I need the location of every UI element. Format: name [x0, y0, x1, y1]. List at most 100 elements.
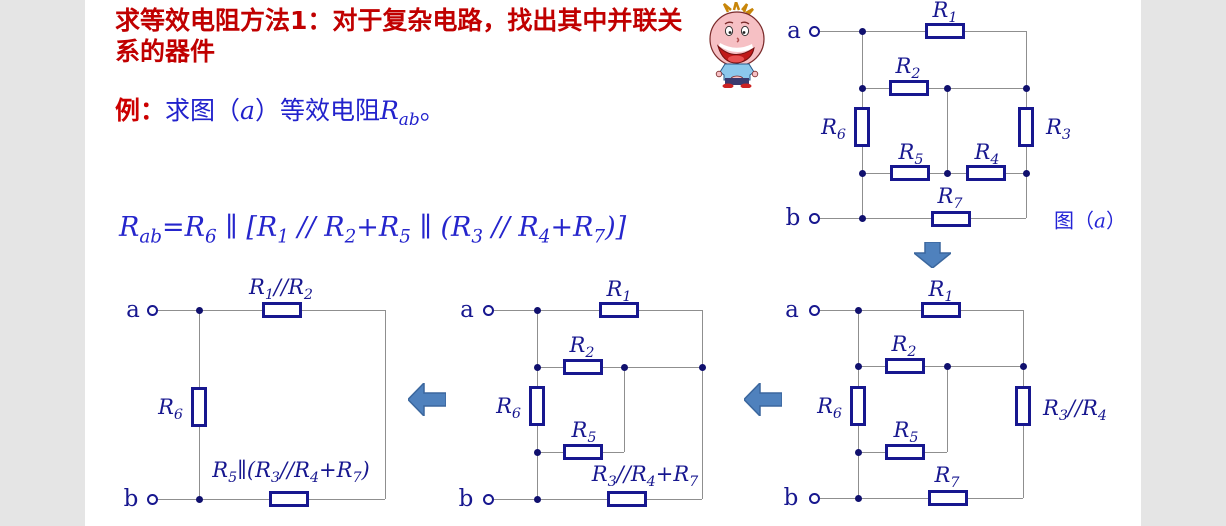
resistor-label: R6: [817, 394, 842, 423]
terminal-b: [809, 493, 820, 504]
junction-dot: [621, 364, 628, 371]
equivalent-resistance-equation: Rab=R6 ∥ [R1 // R2+R5 ∥ (R3 // R4+R7)]: [119, 212, 627, 248]
junction-dot: [859, 215, 866, 222]
junction-dot: [855, 449, 862, 456]
terminal-label-a: a: [785, 297, 799, 323]
terminal-a: [809, 305, 820, 316]
resistor-box: [262, 302, 302, 318]
resistor-box: [1015, 386, 1031, 426]
example-label: 例：: [115, 96, 166, 125]
junction-dot: [1020, 363, 1027, 370]
junction-dot: [855, 363, 862, 370]
resistor-box: [269, 491, 309, 507]
resistor-box: [850, 386, 866, 426]
junction-dot: [534, 364, 541, 371]
junction-dot: [534, 449, 541, 456]
terminal-b: [809, 213, 820, 224]
figure-caption: 图（a）: [1054, 208, 1126, 233]
wire: [819, 31, 862, 32]
resistor-label: R2: [569, 333, 595, 362]
resistor-label: R2: [891, 332, 917, 361]
resistor-box: [921, 302, 961, 318]
junction-dot: [855, 307, 862, 314]
resistor-box: [1018, 107, 1034, 147]
junction-dot: [859, 28, 866, 35]
terminal-label-a: a: [787, 18, 801, 44]
resistor-label: R1: [928, 277, 954, 306]
resistor-label: R5: [571, 418, 597, 447]
page-title: 求等效电阻方法1：对于复杂电路，找出其中并联关系的器件: [115, 6, 683, 66]
terminal-label-b: b: [123, 486, 139, 512]
resistor-box: [563, 444, 603, 460]
wire: [493, 499, 702, 500]
junction-dot: [534, 496, 541, 503]
resistor-box: [966, 165, 1006, 181]
wire: [157, 310, 199, 311]
resistor-label: R5: [898, 140, 924, 169]
resistor-box: [931, 211, 971, 227]
junction-dot: [944, 170, 951, 177]
resistor-label: R3//R4: [1043, 396, 1107, 425]
resistor-box: [890, 165, 930, 181]
junction-dot: [196, 496, 203, 503]
resistor-label: R6: [496, 394, 521, 423]
wire: [819, 310, 858, 311]
resistor-box: [928, 490, 968, 506]
resistor-label: R4: [974, 140, 1000, 169]
example-text: 求图（a）等效电阻Rab。: [165, 96, 445, 130]
terminal-label-a: a: [460, 297, 474, 323]
terminal-label-b: b: [785, 205, 801, 231]
wire: [819, 498, 1023, 499]
resistor-box: [191, 387, 207, 427]
junction-dot: [944, 85, 951, 92]
resistor-box: [925, 23, 965, 39]
junction-dot: [1023, 85, 1030, 92]
wire: [858, 366, 1023, 367]
wire: [537, 367, 702, 368]
junction-dot: [699, 364, 706, 371]
left-arrow-icon: [744, 383, 782, 416]
junction-dot: [859, 85, 866, 92]
resistor-label: R5: [893, 418, 919, 447]
wire: [947, 366, 948, 452]
resistor-box: [607, 491, 647, 507]
resistor-box: [885, 358, 925, 374]
terminal-a: [147, 305, 158, 316]
terminal-a: [809, 26, 820, 37]
junction-dot: [196, 307, 203, 314]
resistor-box: [854, 107, 870, 147]
junction-dot: [534, 307, 541, 314]
terminal-label-b: b: [783, 485, 799, 511]
resistor-box: [529, 386, 545, 426]
resistor-label: R6: [158, 395, 183, 424]
left-arrow-icon: [408, 383, 446, 416]
wire: [819, 218, 1026, 219]
example-line: 例：求图（a）等效电阻Rab。: [115, 91, 445, 130]
junction-dot: [859, 170, 866, 177]
right-gutter: [1141, 0, 1226, 526]
junction-dot: [944, 363, 951, 370]
junction-dot: [855, 495, 862, 502]
resistor-box: [889, 80, 929, 96]
resistor-box: [885, 444, 925, 460]
terminal-b: [483, 494, 494, 505]
down-arrow-icon: [914, 242, 951, 268]
wire: [385, 310, 386, 499]
resistor-label: R5∥(R3//R4+R7): [212, 458, 370, 487]
resistor-label: R3//R4+R7: [591, 462, 699, 491]
resistor-label: R2: [895, 54, 921, 83]
terminal-label-a: a: [126, 297, 140, 323]
wire: [624, 367, 625, 452]
wire: [702, 310, 703, 499]
resistor-label: R7: [934, 463, 960, 492]
wire: [947, 88, 948, 173]
resistor-label: R1//R2: [249, 275, 313, 304]
junction-dot: [1023, 170, 1030, 177]
wire: [493, 310, 537, 311]
terminal-a: [483, 305, 494, 316]
resistor-label: R3: [1046, 115, 1071, 144]
resistor-box: [599, 302, 639, 318]
terminal-b: [147, 494, 158, 505]
terminal-label-b: b: [458, 486, 474, 512]
